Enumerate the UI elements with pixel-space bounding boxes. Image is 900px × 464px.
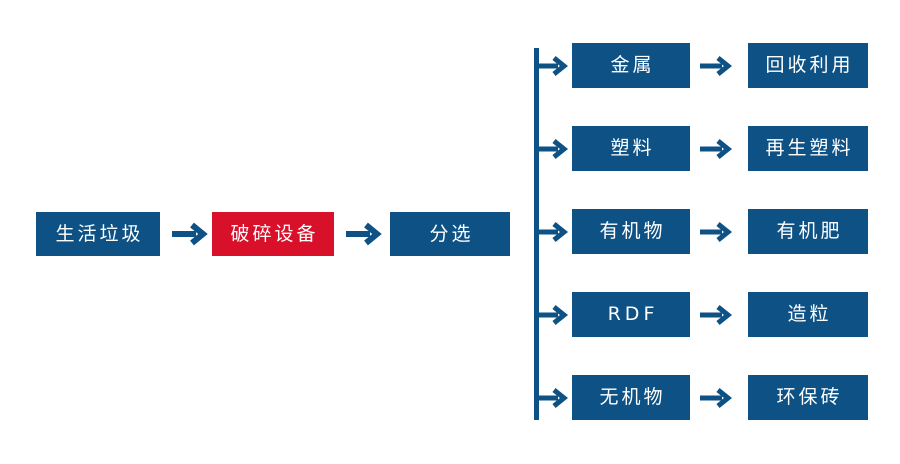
node-fraction-metal-label: 金属 (610, 54, 655, 76)
node-product-metal-label: 回收利用 (765, 54, 854, 76)
branch-arrow-inorganic (538, 387, 569, 409)
node-input-label: 生活垃圾 (55, 222, 144, 245)
node-input: 生活垃圾 (36, 212, 160, 256)
node-fraction-inorganic-label: 无机物 (599, 386, 666, 408)
node-product-inorganic: 环保砖 (748, 375, 868, 420)
arrow-input-to-crusher (172, 222, 208, 246)
node-fraction-rdf-label: RDF (607, 303, 659, 325)
node-product-plastic: 再生塑料 (748, 126, 868, 171)
arrow-metal-to-product (700, 55, 733, 77)
arrow-inorganic-to-product (700, 387, 733, 409)
node-crusher-label: 破碎设备 (230, 222, 319, 245)
arrow-organic-to-product (700, 221, 733, 243)
arrow-crusher-to-sorting (346, 222, 382, 246)
node-fraction-organic: 有机物 (572, 209, 690, 254)
node-product-rdf: 造粒 (748, 292, 868, 337)
node-fraction-organic-label: 有机物 (599, 220, 666, 242)
branch-distribution-line (534, 48, 539, 420)
node-fraction-rdf: RDF (572, 292, 690, 337)
node-sorting-label: 分选 (429, 222, 474, 245)
node-fraction-plastic-label: 塑料 (610, 137, 655, 159)
arrow-plastic-to-product (700, 138, 733, 160)
node-product-metal: 回收利用 (748, 43, 868, 88)
node-sorting: 分选 (390, 212, 510, 256)
node-fraction-metal: 金属 (572, 43, 690, 88)
node-product-plastic-label: 再生塑料 (765, 137, 854, 159)
node-product-rdf-label: 造粒 (787, 303, 832, 325)
branch-arrow-plastic (538, 138, 569, 160)
node-product-organic: 有机肥 (748, 209, 868, 254)
branch-arrow-organic (538, 221, 569, 243)
branch-arrow-metal (538, 55, 569, 77)
node-product-inorganic-label: 环保砖 (776, 386, 843, 408)
node-fraction-inorganic: 无机物 (572, 375, 690, 420)
node-fraction-plastic: 塑料 (572, 126, 690, 171)
branch-arrow-rdf (538, 304, 569, 326)
node-crusher: 破碎设备 (212, 212, 334, 256)
arrow-rdf-to-product (700, 304, 733, 326)
node-product-organic-label: 有机肥 (776, 220, 843, 242)
